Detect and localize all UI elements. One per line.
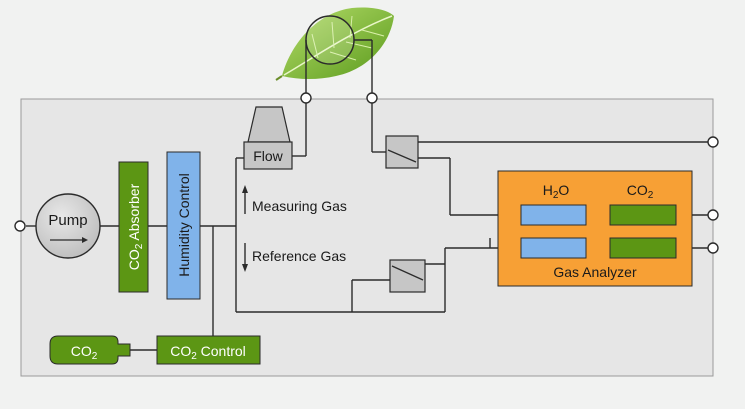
down-arrow-icon	[242, 264, 248, 272]
pump-label: Pump	[48, 212, 87, 229]
port-circle-icon	[14, 92, 719, 254]
measuring-gas: Measuring Gas	[242, 185, 347, 214]
flow-nozzle-icon	[247, 106, 291, 143]
co2-reference-cell	[609, 237, 677, 259]
co2-label: CO2	[627, 182, 654, 201]
gas-analyzer: H2O CO2 Gas Analyzer	[497, 170, 693, 287]
gas-bottle-icon: CO2	[49, 335, 131, 365]
h2o-label: H2O	[543, 182, 570, 201]
humidity-control-label: Humidity Control	[176, 173, 192, 276]
humidity-control: Humidity Control	[166, 151, 201, 300]
co2-absorber-label: CO2 Absorber	[126, 183, 145, 270]
h2o-sample-cell	[520, 204, 587, 226]
h2o-reference-cell	[520, 237, 587, 259]
pump-arrow-icon	[50, 237, 88, 243]
flow-label: Flow	[253, 148, 283, 164]
leaf-chamber-icon	[305, 15, 355, 65]
measuring-gas-label: Measuring Gas	[252, 198, 347, 214]
up-arrow-icon	[242, 185, 248, 193]
co2-absorber: CO2 Absorber	[118, 161, 149, 293]
co2-bottle-label: CO2	[71, 343, 98, 362]
co2-control-label: CO2 Control	[170, 343, 246, 362]
valve-icon	[389, 259, 426, 293]
pump: Pump	[35, 193, 101, 259]
valve-icon	[385, 135, 419, 169]
reference-gas: Reference Gas	[242, 243, 346, 272]
co2-sample-cell	[609, 204, 677, 226]
gas-analyzer-label: Gas Analyzer	[553, 264, 637, 280]
co2-control: CO2 Control	[156, 335, 261, 365]
flow-meter: Flow	[243, 106, 293, 170]
reference-gas-label: Reference Gas	[252, 248, 346, 264]
